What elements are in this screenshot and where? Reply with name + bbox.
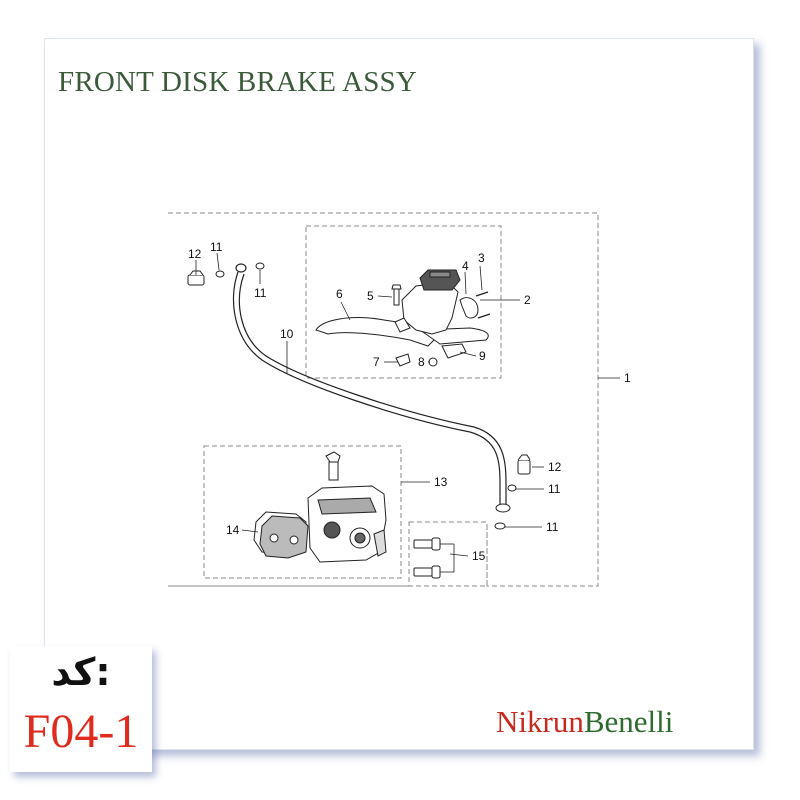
part-code-box: کد: F04-1 — [10, 646, 152, 772]
bleeder-valve — [325, 451, 341, 481]
callout-15: 15 — [472, 549, 486, 563]
drawing-sheet — [44, 38, 754, 750]
callout-12-upper: 12 — [188, 247, 202, 261]
callout-3: 3 — [478, 251, 485, 265]
caliper-mounting-bolts — [413, 537, 441, 579]
brand-name-nikrun: Nikrun — [496, 704, 584, 739]
banjo-bolt-upper — [187, 262, 265, 286]
callout-10: 10 — [280, 327, 294, 341]
callout-7: 7 — [373, 355, 380, 369]
callout-4: 4 — [462, 259, 469, 273]
brake-hose — [232, 263, 507, 506]
bolt-kit-frame — [408, 521, 488, 587]
brand-name-benelli: Benelli — [583, 704, 674, 739]
callout-11-lower: 11 — [546, 520, 559, 534]
callout-11-upper-right: 11 — [254, 286, 267, 300]
master-cylinder — [394, 269, 461, 335]
callout-5: 5 — [367, 289, 374, 303]
callout-8: 8 — [418, 355, 425, 369]
small-parts-7-8-9 — [395, 343, 467, 367]
brake-pads — [253, 511, 309, 559]
pivot-screw — [391, 284, 402, 306]
callout-14: 14 — [226, 523, 240, 537]
part-code-value: F04-1 — [23, 705, 139, 758]
callout-11-upper-left: 11 — [210, 240, 223, 254]
callout-1: 1 — [624, 371, 631, 385]
part-code-label: کد: — [51, 650, 111, 694]
master-cylinder-frame — [305, 225, 502, 379]
callout-9: 9 — [479, 349, 486, 363]
assembly-frame-outer — [168, 212, 599, 587]
caliper-body — [307, 485, 387, 563]
callout-13: 13 — [434, 475, 448, 489]
callout-12-lower: 12 — [548, 460, 562, 474]
brand-watermark: NikrunBenelli — [496, 704, 673, 740]
clamp — [459, 297, 479, 319]
caliper-frame — [203, 445, 402, 579]
page-title: FRONT DISK BRAKE ASSY — [58, 66, 417, 98]
banjo-bolt-lower — [494, 454, 531, 530]
callout-6: 6 — [336, 287, 343, 301]
callout-2: 2 — [524, 293, 531, 307]
clamp-screws — [475, 291, 491, 319]
callout-11-lower-upper: 11 — [548, 482, 561, 496]
